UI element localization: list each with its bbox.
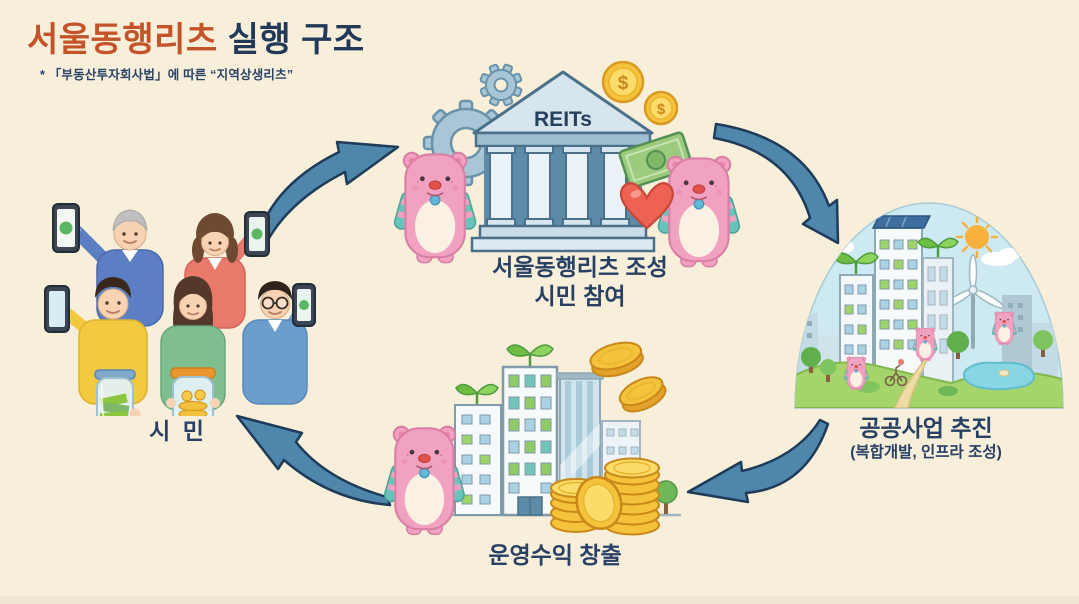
public-label-line1: 공공사업 추진 [859, 415, 993, 441]
person-older-man [69, 209, 164, 327]
public-project-illustration [794, 202, 1064, 409]
smartphone-icon [52, 203, 80, 253]
public-label-line2: (복합개발, 인프라 조성) [850, 444, 1002, 461]
jar-coins-icon [166, 367, 220, 416]
sprout-icon [455, 383, 499, 404]
reits-label-line1: 서울동행리츠 조성 [492, 254, 668, 280]
duck-icon [998, 369, 1010, 377]
citizens-node-label: 시 민 [149, 418, 207, 444]
reits-illustration: REITs $ $ [391, 60, 743, 268]
person-yellow-man [56, 277, 148, 416]
page-subtitle: * 「부동산투자회사법」에 따른 “지역상생리츠” [40, 68, 294, 82]
reits-node-label: 서울동행리츠 조성 시민 참여 [430, 253, 730, 311]
bank-columns [486, 145, 630, 227]
smartphone-icon [244, 211, 270, 257]
office-buildings [454, 344, 641, 517]
svg-text:$: $ [657, 101, 666, 118]
gear-small-icon [479, 63, 523, 107]
coin-stack-icon [550, 457, 660, 536]
sun-icon [955, 215, 999, 259]
page-title-rest: 실행 구조 [217, 21, 365, 59]
svg-text:$: $ [618, 73, 629, 94]
arrow-profit-to-citizens-icon [235, 414, 392, 507]
smartphone-icon [44, 285, 70, 333]
falling-coin-icon [589, 341, 667, 413]
dollar-coin-icon: $ [601, 60, 645, 104]
heart-icon [619, 182, 674, 230]
mascot-waving [382, 425, 467, 536]
bank-sign: REITs [534, 108, 592, 131]
sprout-icon [833, 252, 879, 274]
dollar-coin-icon: $ [643, 90, 679, 126]
bank-icon: REITs [470, 70, 656, 253]
person-green-woman [160, 276, 226, 416]
jar-bills-icon [94, 369, 141, 416]
pond-icon [962, 361, 1035, 391]
page-title: 서울동행리츠 실행 구조 [27, 12, 365, 61]
public-project-node-label: 공공사업 추진 (복합개발, 인프라 조성) [795, 414, 1057, 463]
profit-node-label: 운영수익 창출 [488, 542, 622, 568]
reits-label-line2: 시민 참여 [534, 283, 626, 309]
sprout-icon [506, 344, 554, 366]
bottom-edge [0, 596, 1079, 604]
wind-turbine-icon [941, 254, 1005, 349]
trees [801, 330, 1053, 396]
profit-illustration [382, 341, 682, 536]
page-title-highlight: 서울동행리츠 [27, 21, 218, 59]
sprout-building-right [917, 237, 959, 391]
building-left [454, 383, 502, 516]
building-main [501, 344, 559, 517]
smartphone-icon [292, 283, 316, 327]
citizens-illustration [44, 203, 316, 416]
sprout-icon [917, 237, 959, 257]
cyclist-icon [884, 359, 908, 387]
